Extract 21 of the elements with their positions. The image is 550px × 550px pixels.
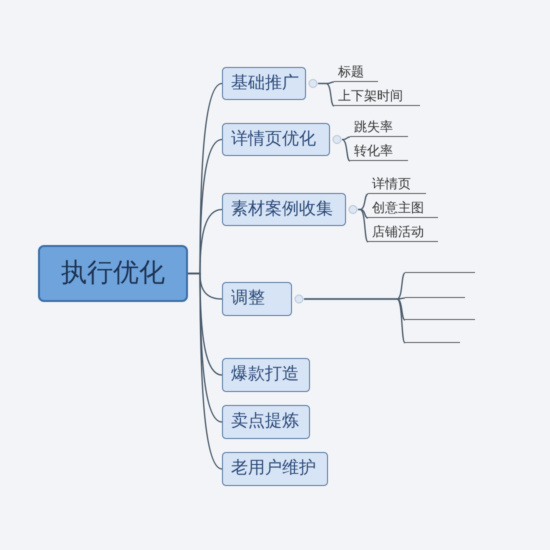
topic-box: 素材案例收集 [222,193,346,226]
subtopic-label: 跳失率 [350,117,408,137]
subtopic-label: 转化率 [350,140,408,161]
topic-box: 详情页优化 [222,123,330,156]
subtopic-label: 创意主图 [368,198,438,218]
topic-box: 爆款打造 [222,358,310,392]
topic-box: 老用户维护 [222,452,328,486]
connector-line [358,208,368,242]
topic-box: 基础推广 [222,67,306,100]
connector-line [318,82,334,107]
topic-box: 调整 [222,282,292,316]
connector-line [341,138,350,162]
connector-line [358,193,368,210]
subtopic-label: 详情页 [368,174,426,194]
subtopic-label: 店铺活动 [368,221,438,242]
central-topic: 执行优化 [38,245,188,302]
topic-box: 卖点提炼 [222,405,310,439]
subtopic-label: 标题 [334,62,378,82]
subtopic-label: 上下架时间 [334,85,420,106]
connector-line [304,298,406,344]
connector-line [188,272,222,470]
